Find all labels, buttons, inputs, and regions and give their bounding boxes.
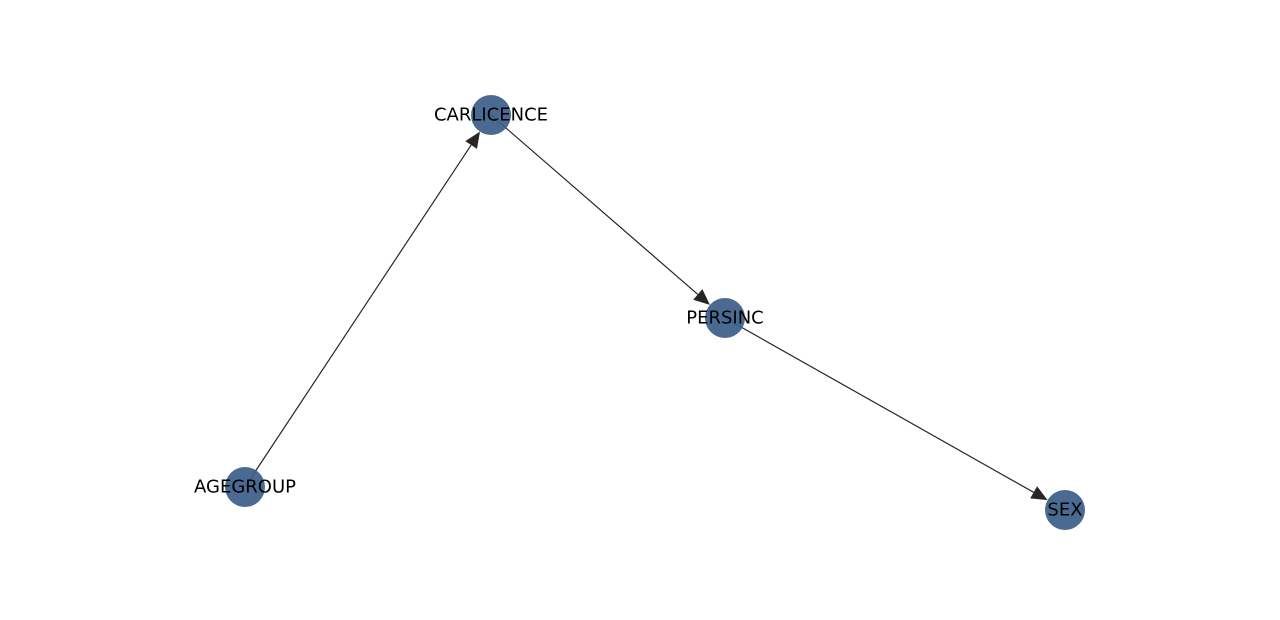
arrow-head — [693, 289, 710, 305]
node-sex[interactable] — [1045, 490, 1085, 530]
node-agegroup[interactable] — [225, 467, 265, 507]
arrow-head — [1030, 486, 1048, 501]
edge-line — [490, 114, 699, 295]
labels-layer: CARLICENCE PERSINC AGEGROUP SEX — [194, 105, 1083, 521]
arrow-head — [465, 131, 480, 149]
edge-line — [244, 144, 472, 488]
node-label-sex: SEX — [1047, 500, 1082, 521]
edges-layer — [244, 114, 1048, 501]
nodes-layer — [225, 95, 1085, 530]
node-label-agegroup: AGEGROUP — [194, 477, 296, 498]
node-persinc[interactable] — [705, 298, 745, 338]
node-label-carlicence: CARLICENCE — [434, 105, 548, 126]
node-label-persinc: PERSINC — [686, 308, 764, 329]
node-carlicence[interactable] — [471, 95, 511, 135]
edge-carlicence-to-persinc — [490, 114, 710, 305]
edge-agegroup-to-carlicence — [244, 131, 480, 488]
edge-persinc-to-sex — [724, 317, 1048, 501]
edge-line — [724, 317, 1034, 493]
